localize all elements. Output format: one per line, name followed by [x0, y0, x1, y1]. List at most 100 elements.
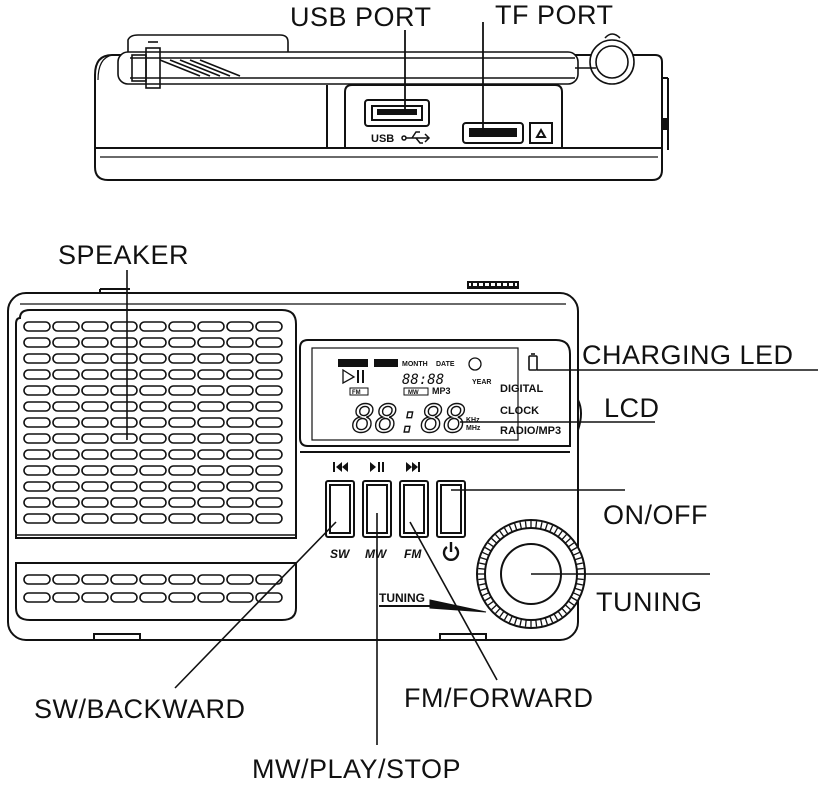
knob-ridge: [535, 521, 538, 529]
speaker-slot: [168, 433, 196, 444]
speaker-slot: [255, 481, 283, 492]
speaker-slot: [52, 481, 80, 492]
play-pause-icon: [370, 462, 384, 472]
speaker-slot: [139, 449, 167, 460]
speaker-slot: [168, 481, 196, 492]
knob-ridge: [503, 527, 509, 535]
speaker-slot: [81, 497, 109, 508]
speaker-slot: [255, 592, 283, 603]
speaker-slot: [255, 369, 283, 380]
speaker-slot: [52, 574, 80, 585]
speaker-slot: [110, 417, 138, 428]
knob-ridge: [561, 607, 567, 614]
speaker-slot: [52, 592, 80, 603]
speaker-slot: [110, 369, 138, 380]
speaker-slot: [255, 401, 283, 412]
speaker-slot: [168, 353, 196, 364]
knob-ridge: [574, 587, 582, 591]
fm-forward-leader: [409, 521, 498, 681]
usb-symbol-icon: [401, 131, 431, 144]
knob-ridge: [567, 600, 575, 606]
charging-led-label: CHARGING LED: [582, 340, 794, 370]
speaker-slot: [255, 337, 283, 348]
speaker-slot: [255, 574, 283, 585]
knob-ridge: [572, 592, 580, 597]
speaker-slots: [23, 321, 283, 603]
sw-button[interactable]: [325, 480, 355, 538]
usb-symbol-label: USB: [371, 133, 394, 145]
speaker-slot: [110, 321, 138, 332]
speaker-slot: [168, 592, 196, 603]
knob-ridge: [479, 582, 487, 586]
knob-ridge: [491, 604, 498, 610]
lcd-clock-label: CLOCK: [500, 405, 539, 417]
telescopic-antenna: [117, 33, 635, 89]
knob-ridge: [539, 618, 543, 626]
speaker-slot: [23, 592, 51, 603]
speaker-slot: [81, 337, 109, 348]
knob-ridge: [567, 542, 575, 548]
speaker-slot: [197, 513, 225, 524]
knob-ridge: [482, 551, 490, 556]
speaker-slot: [81, 449, 109, 460]
fm-button-label: FM: [404, 547, 422, 561]
speaker-slot: [226, 353, 254, 364]
lcd-label: LCD: [604, 393, 660, 423]
speaker-label: SPEAKER: [58, 240, 190, 270]
speaker-slot: [23, 417, 51, 428]
speaker-slot: [139, 401, 167, 412]
speaker-slot: [52, 385, 80, 396]
speaker-slot: [110, 465, 138, 476]
knob-ridge: [484, 546, 492, 552]
speaker-slot: [226, 465, 254, 476]
speaker-slot: [52, 465, 80, 476]
on-off-label: ON/OFF: [603, 500, 708, 530]
speaker-slot: [255, 433, 283, 444]
lcd-mp3-label: MP3: [432, 386, 451, 396]
tuning-label: TUNING: [596, 587, 703, 617]
speaker-slot: [110, 433, 138, 444]
knob-ridge: [479, 562, 487, 566]
knob-ridge: [557, 530, 563, 538]
knob-ridge: [524, 619, 527, 627]
knob-ridge: [503, 613, 509, 621]
knob-ridge: [549, 525, 554, 533]
speaker-slot: [197, 337, 225, 348]
lcd-mw-label: MW: [408, 390, 419, 396]
speaker-slot: [110, 337, 138, 348]
speaker-slot: [23, 353, 51, 364]
speaker-slot: [139, 513, 167, 524]
speaker-slot: [139, 417, 167, 428]
speaker-slot: [81, 574, 109, 585]
knob-ridge: [480, 557, 488, 561]
speaker-slot: [226, 321, 254, 332]
speaker-slot: [139, 369, 167, 380]
power-button[interactable]: [436, 480, 466, 538]
speaker-slot: [52, 401, 80, 412]
speaker-slot: [23, 465, 51, 476]
speaker-slot: [226, 592, 254, 603]
fm-button[interactable]: [399, 480, 429, 538]
speaker-slot: [81, 481, 109, 492]
knob-ridge: [519, 618, 523, 626]
speaker-slot: [226, 369, 254, 380]
speaker-slot: [23, 337, 51, 348]
speaker-slot: [23, 574, 51, 585]
speaker-slot: [81, 401, 109, 412]
usb-port-label: USB PORT: [290, 2, 432, 32]
lcd-digital-label: DIGITAL: [500, 383, 543, 395]
speaker-slot: [110, 497, 138, 508]
knob-ridge: [499, 610, 505, 618]
speaker-slot: [23, 369, 51, 380]
knob-ridge: [544, 617, 548, 625]
lcd-radio-mp3-label: RADIO/MP3: [500, 425, 561, 437]
knob-ridge: [519, 522, 523, 530]
speaker-slot: [226, 385, 254, 396]
speaker-slot: [139, 574, 167, 585]
speaker-slot: [255, 321, 283, 332]
speaker-slot: [197, 401, 225, 412]
speaker-slot: [52, 433, 80, 444]
lcd-fm-label: FM: [352, 390, 361, 396]
speaker-slot: [52, 417, 80, 428]
speaker-slot: [110, 513, 138, 524]
